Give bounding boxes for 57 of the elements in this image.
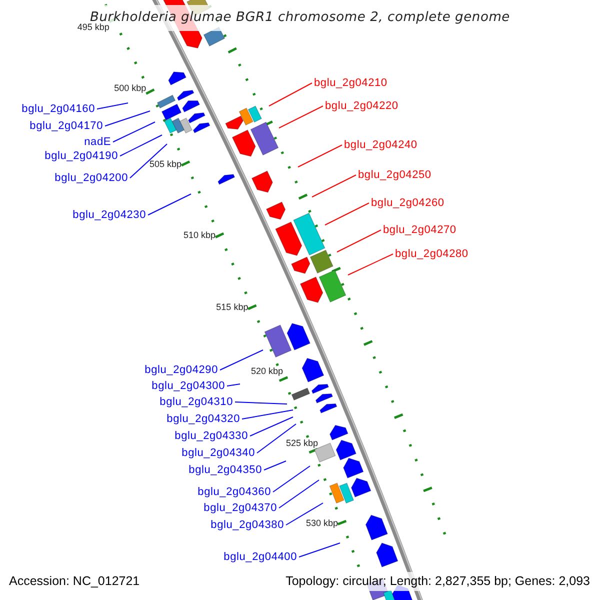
gene-label: bglu_2g04320 (166, 412, 240, 426)
gene-label: bglu_2g04210 (314, 76, 388, 90)
accession-text: Accession: NC_012721 (9, 574, 140, 589)
gene-label: bglu_2g04160 (22, 102, 95, 116)
leader-line (234, 402, 288, 404)
leader-line (272, 466, 310, 492)
tick-label: 525 kbp (286, 438, 318, 448)
leader-line (312, 174, 356, 198)
gene-label: bglu_2g04220 (325, 100, 398, 112)
tick-label: 500 kbp (114, 82, 146, 93)
leader-line (324, 202, 370, 226)
gene-label: bglu_2g04330 (174, 430, 248, 442)
leader-line (112, 122, 156, 142)
gene-label: bglu_2g04300 (152, 380, 225, 392)
leader-line (286, 502, 324, 526)
leader-line (278, 106, 324, 128)
leader-line (120, 134, 162, 156)
gene-label: bglu_2g04190 (44, 150, 118, 162)
gene-label: bglu_2g04230 (72, 208, 146, 222)
tick-label: 530 kbp (306, 518, 338, 528)
gene-label: bglu_2g04260 (371, 196, 444, 210)
gene-label: bglu_2g04170 (30, 120, 103, 132)
leader-line (220, 350, 264, 370)
tick-label: 510 kbp (183, 230, 216, 240)
leader-line (226, 384, 240, 386)
gene-label: bglu_2g04370 (204, 502, 277, 514)
leader-line (104, 110, 150, 126)
leader-line (268, 82, 312, 106)
gene-label: bglu_2g04350 (188, 464, 262, 476)
leader-line (96, 102, 128, 110)
gene-label: bglu_2g04290 (144, 364, 218, 376)
tick-label: 520 kbp (250, 366, 283, 376)
gene-label: bglu_2g04310 (160, 396, 233, 408)
gene-label: bglu_2g04200 (54, 172, 128, 184)
gene-label: bglu_2g04240 (344, 138, 418, 152)
leader-line (298, 542, 340, 558)
gene-label: bglu_2g04400 (224, 550, 297, 564)
leader-line (278, 480, 320, 508)
tick-label: 515 kbp (216, 302, 248, 312)
gene-label: bglu_2g04280 (395, 248, 468, 260)
gene-label: nadE (84, 136, 111, 148)
leader-line (148, 194, 192, 216)
gene-label: bglu_2g04340 (182, 446, 255, 460)
leader-line (298, 144, 342, 168)
gene-label: bglu_2g04270 (383, 224, 456, 236)
tick-label: 495 kbp (77, 22, 110, 32)
tick-label: 505 kbp (149, 158, 182, 168)
leader-line (348, 254, 394, 276)
gene-label: bglu_2g04380 (210, 518, 284, 532)
leader-line (264, 460, 286, 470)
leader-line (250, 416, 294, 436)
leader-line (130, 144, 168, 178)
leader-line (242, 410, 294, 420)
gene-label: bglu_2g04250 (358, 168, 432, 182)
leader-line (336, 230, 382, 252)
gene-label: bglu_2g04360 (198, 486, 271, 498)
leader-line (256, 424, 296, 454)
